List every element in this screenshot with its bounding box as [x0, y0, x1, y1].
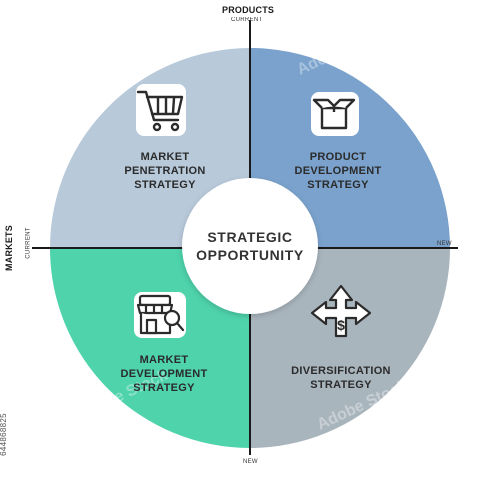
products-current-label: CURRENT — [231, 17, 263, 23]
svg-text:$: $ — [337, 317, 345, 333]
diversification-line1: DIVERSIFICATION — [291, 365, 391, 377]
svg-text:Adobe Stock: Adobe Stock — [55, 27, 151, 84]
center-line2: OPPORTUNITY — [196, 247, 304, 263]
quadrant-market-development — [50, 248, 250, 448]
storefront-search-icon — [134, 292, 186, 338]
diversification-label: DIVERSIFICATION STRATEGY — [282, 364, 400, 392]
markets-new-label: NEW — [243, 459, 258, 465]
market-development-line3: STRATEGY — [133, 382, 195, 394]
product-development-line3: STRATEGY — [307, 179, 369, 191]
strategic-opportunity-label: STRATEGIC OPPORTUNITY — [190, 228, 310, 264]
shopping-cart-icon — [136, 84, 186, 136]
watermark-id: 644868825 — [0, 413, 8, 456]
market-penetration-line2: PENETRATION — [124, 165, 206, 177]
diversification-line2: STRATEGY — [310, 379, 372, 391]
open-box-icon — [311, 92, 359, 136]
product-development-line1: PRODUCT — [309, 151, 367, 163]
market-penetration-line1: MARKET — [140, 151, 190, 163]
center-circle — [182, 178, 318, 314]
markets-axis-title: MARKETS — [3, 225, 14, 271]
market-development-label: MARKET DEVELOPMENT STRATEGY — [114, 353, 214, 395]
quadrant-market-penetration — [50, 48, 250, 248]
markets-current-label: CURRENT — [25, 227, 32, 259]
quadrant-product-development — [250, 48, 450, 248]
dollar-arrows-icon: $ — [310, 284, 372, 338]
svg-text:Adobe Stock: Adobe Stock — [295, 22, 391, 79]
products-axis-title: PRODUCTS — [222, 5, 275, 15]
market-development-line2: DEVELOPMENT — [120, 368, 208, 380]
product-development-line2: DEVELOPMENT — [294, 165, 382, 177]
market-development-line1: MARKET — [139, 354, 189, 366]
product-development-label: PRODUCT DEVELOPMENT STRATEGY — [288, 150, 388, 192]
market-penetration-line3: STRATEGY — [134, 179, 196, 191]
products-new-label: NEW — [437, 241, 452, 247]
quadrant-diversification — [250, 248, 450, 448]
market-penetration-label: MARKET PENETRATION STRATEGY — [120, 150, 210, 192]
center-line1: STRATEGIC — [207, 229, 293, 245]
